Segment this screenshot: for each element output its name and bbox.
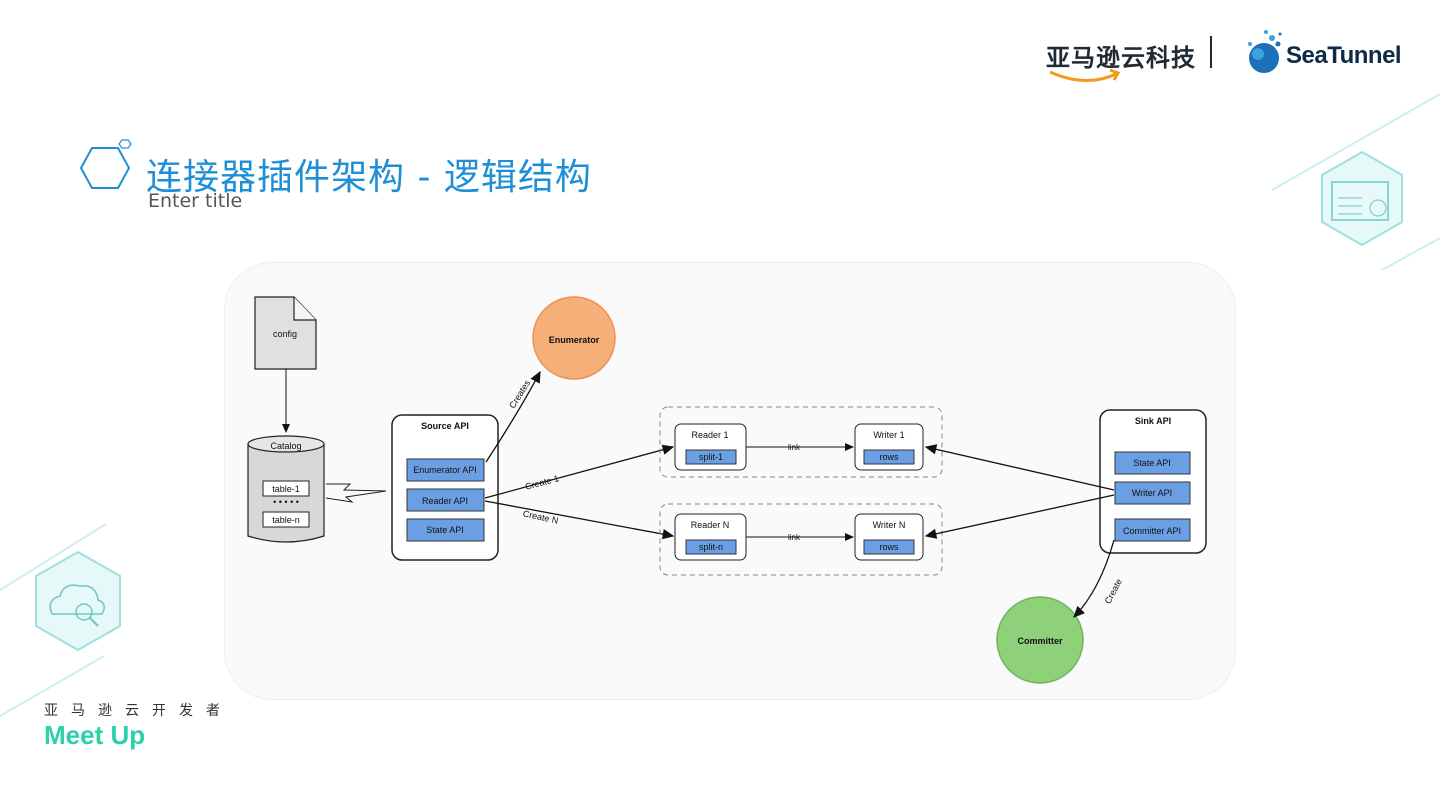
- create-1-edge-label: Create 1: [524, 473, 560, 492]
- create-edge-label: Create: [1103, 577, 1125, 606]
- enumerator-node: Enumerator: [532, 296, 616, 380]
- catalog-node: Catalog table-1 • • • • • table-n: [247, 435, 325, 543]
- sink-state-api: State API: [1133, 458, 1171, 468]
- create-1-arrow: [484, 444, 675, 499]
- source-state-api: State API: [426, 525, 464, 535]
- rows-1-label: rows: [879, 452, 899, 462]
- aws-smile-icon: [1049, 68, 1121, 83]
- sink-committer-api: Committer API: [1123, 526, 1181, 536]
- decorative-cloud-hexagon-icon: [0, 523, 121, 717]
- creates-edge-label: Creates: [507, 378, 532, 410]
- enumerator-label: Enumerator: [549, 335, 600, 345]
- writer-1-label: Writer 1: [873, 430, 904, 440]
- catalog-to-source-arrow: [325, 483, 387, 503]
- catalog-ellipsis: • • • • •: [273, 497, 299, 507]
- create-n-edge-label: Create N: [522, 508, 559, 525]
- writer-api-to-writer-1-arrow: [924, 444, 1115, 491]
- brand-divider: [1210, 36, 1212, 68]
- writer-api-to-writer-n-arrow: [924, 494, 1115, 539]
- source-api-node: Source API Enumerator API Reader API Sta…: [391, 414, 499, 561]
- footer-meetup-logo: Meet Up: [44, 720, 146, 750]
- reader-n-label: Reader N: [691, 520, 730, 530]
- seatunnel-brand-logo: SeaTunnel: [1286, 42, 1402, 69]
- footer-cn-text: 亚马逊云开发者: [44, 703, 233, 719]
- source-reader-api: Reader API: [422, 496, 468, 506]
- seatunnel-logo-icon: [1248, 30, 1282, 73]
- catalog-label: Catalog: [270, 441, 301, 451]
- decorative-ai-hexagon-icon: [1271, 93, 1440, 271]
- committer-label: Committer: [1017, 636, 1063, 646]
- aws-brand-logo: 亚马逊云科技: [1046, 44, 1196, 72]
- create-committer-arrow: [1073, 539, 1115, 618]
- create-n-arrow: [484, 500, 675, 540]
- split-1-label: split-1: [699, 452, 723, 462]
- catalog-table-n: table-n: [272, 515, 300, 525]
- rows-n-label: rows: [879, 542, 899, 552]
- page-title: 连接器插件架构 - 逻辑结构: [146, 157, 592, 198]
- sink-api-node: Sink API State API Writer API Committer …: [1099, 409, 1207, 554]
- sink-api-title: Sink API: [1135, 416, 1171, 426]
- writer-n-label: Writer N: [873, 520, 906, 530]
- config-label: config: [273, 329, 297, 339]
- sink-writer-api: Writer API: [1132, 488, 1172, 498]
- config-node: config: [254, 296, 317, 370]
- reader-1-label: Reader 1: [691, 430, 728, 440]
- pipeline-1-group: Reader 1 split-1 link Writer 1 rows: [659, 406, 943, 478]
- split-n-label: split-n: [699, 542, 723, 552]
- title-hexagon-icon: [79, 139, 132, 189]
- link-n-label: link: [788, 533, 801, 542]
- source-enumerator-api: Enumerator API: [413, 465, 477, 475]
- source-api-title: Source API: [421, 421, 469, 431]
- link-1-label: link: [788, 443, 801, 452]
- page-subtitle: Enter title: [148, 190, 243, 212]
- committer-node: Committer: [996, 596, 1084, 684]
- pipeline-n-group: Reader N split-n link Writer N rows: [659, 503, 943, 576]
- catalog-table-1: table-1: [272, 484, 300, 494]
- creates-arrow: [485, 370, 541, 463]
